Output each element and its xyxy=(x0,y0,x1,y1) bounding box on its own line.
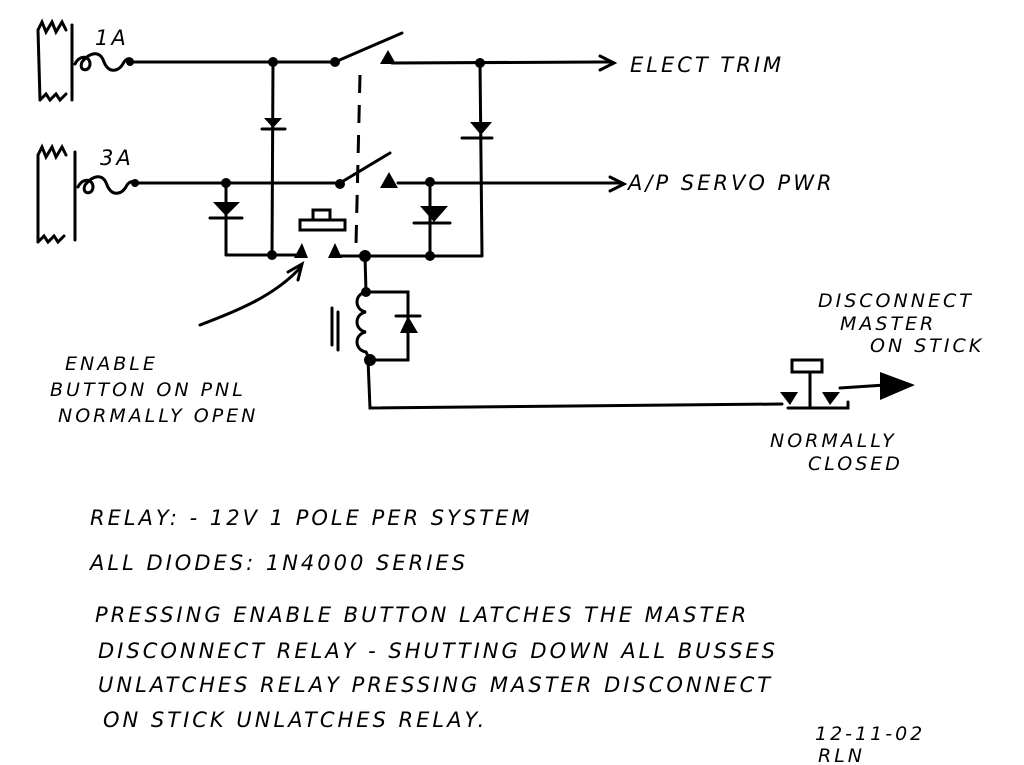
relay-contact-middle xyxy=(380,172,398,188)
diode-4 xyxy=(412,206,452,225)
enable-label-2: BUTTON ON PNL xyxy=(50,379,246,401)
wire-bottom xyxy=(224,253,484,258)
disconnect-label-2: MASTER xyxy=(840,313,936,335)
enable-contact-right xyxy=(328,243,342,258)
relay-contact-top xyxy=(380,50,396,64)
arrow-ap-servo xyxy=(603,175,628,193)
disconnect-switch xyxy=(780,358,915,410)
fuse-1a xyxy=(73,52,134,72)
enable-label-1: ENABLE xyxy=(65,353,158,375)
diode-coil xyxy=(394,314,422,333)
relay-mechanical-link xyxy=(354,74,362,246)
fuse-1a-label: 1A xyxy=(95,26,129,50)
disconnect-label-3: ON STICK xyxy=(870,335,984,357)
note-paragraph-3: UNLATCHES RELAY PRESSING MASTER DISCONNE… xyxy=(98,673,773,697)
disconnect-label-1: DISCONNECT xyxy=(818,290,974,312)
output-ap-servo: A/P SERVO PWR xyxy=(626,171,835,195)
output-elect-trim: ELECT TRIM xyxy=(630,53,784,77)
disconnect-state-1: NORMALLY xyxy=(770,430,897,452)
enable-pushbutton xyxy=(298,208,347,232)
relay-core xyxy=(330,306,340,352)
bus-block-1 xyxy=(36,18,74,103)
enable-label-3: NORMALLY OPEN xyxy=(58,405,258,427)
disconnect-state-2: CLOSED xyxy=(808,453,903,475)
relay-coil xyxy=(355,290,372,362)
signature-date: 12-11-02 xyxy=(815,723,925,745)
note-relay: RELAY: - 12V 1 POLE PER SYSTEM xyxy=(90,506,532,530)
note-paragraph-1: PRESSING ENABLE BUTTON LATCHES THE MASTE… xyxy=(95,603,749,627)
diode-3 xyxy=(208,202,244,220)
fuse-3a xyxy=(76,175,137,195)
diode-1 xyxy=(260,118,287,131)
arrow-elect-trim xyxy=(593,54,618,72)
note-paragraph-2: DISCONNECT RELAY - SHUTTING DOWN ALL BUS… xyxy=(98,639,778,663)
note-diodes: ALL DIODES: 1N4000 SERIES xyxy=(88,551,468,575)
enable-contact-left xyxy=(294,243,308,258)
bus-block-2 xyxy=(36,143,77,245)
enable-pointer-arrow xyxy=(198,260,305,327)
note-paragraph-4: ON STICK UNLATCHES RELAY. xyxy=(103,708,487,732)
signature-initials: RLN xyxy=(818,745,865,765)
wire-middle xyxy=(133,151,612,185)
wire-top xyxy=(128,31,602,65)
fuse-3a-label: 3A xyxy=(100,146,134,170)
diode-2 xyxy=(460,122,494,140)
